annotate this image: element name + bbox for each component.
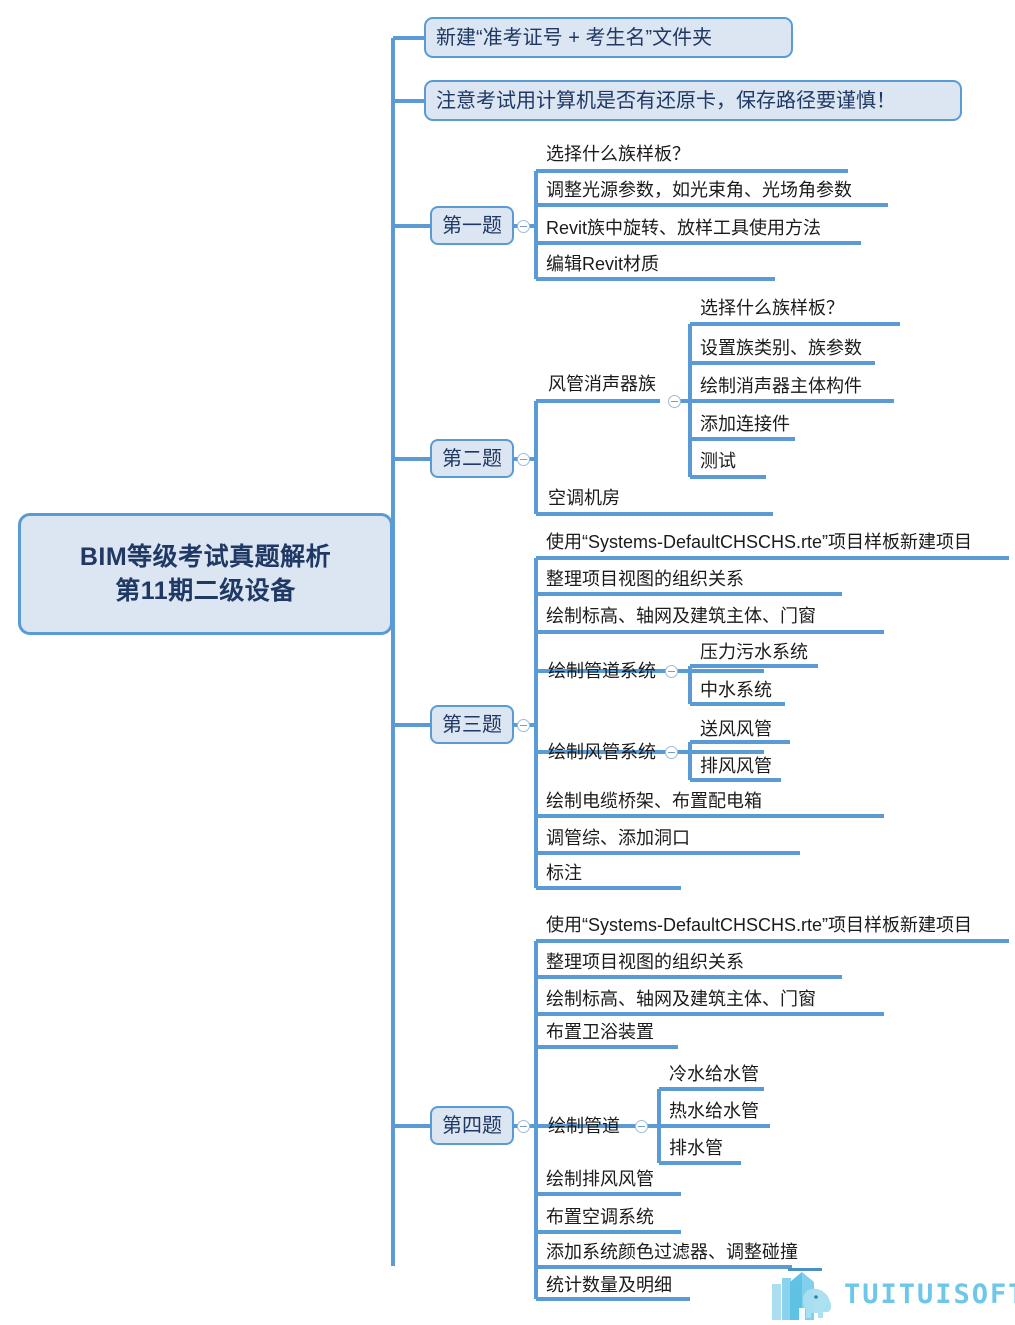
- leaf-node[interactable]: 测试: [700, 451, 736, 471]
- watermark-logo: TUITUISOFT: [772, 1268, 1015, 1320]
- leaf-node[interactable]: 排水管: [669, 1138, 723, 1158]
- leaf-node[interactable]: 绘制电缆桥架、布置配电箱: [546, 791, 762, 811]
- leaf-node[interactable]: 压力污水系统: [700, 642, 808, 662]
- branch-node-draw-pipes[interactable]: 绘制管道: [548, 1116, 620, 1136]
- leaf-node[interactable]: 绘制标高、轴网及建筑主体、门窗: [546, 989, 816, 1009]
- leaf-node[interactable]: 使用“Systems-DefaultCHSCHS.rte”项目样板新建项目: [546, 915, 973, 935]
- leaf-node[interactable]: 调管综、添加洞口: [546, 828, 690, 848]
- question-label: 第三题: [442, 713, 502, 736]
- branch-node-duct-system[interactable]: 绘制风管系统: [548, 742, 656, 762]
- collapse-toggle-duct-system[interactable]: [665, 746, 678, 759]
- leaf-node[interactable]: 添加连接件: [700, 414, 790, 434]
- collapse-toggle-duct-silencer-family[interactable]: [668, 395, 681, 408]
- leaf-node[interactable]: 选择什么族样板？: [700, 298, 844, 318]
- root-node[interactable]: BIM等级考试真题解析 第11期二级设备: [18, 513, 393, 635]
- collapse-toggle-q4[interactable]: [517, 1120, 530, 1133]
- collapse-toggle-q1[interactable]: [517, 220, 530, 233]
- leaf-node[interactable]: 选择什么族样板？: [546, 144, 690, 164]
- leaf-node[interactable]: 布置空调系统: [546, 1207, 654, 1227]
- leaf-node[interactable]: 编辑Revit材质: [546, 254, 660, 274]
- leaf-node[interactable]: 送风风管: [700, 719, 772, 739]
- collapse-toggle-draw-pipes[interactable]: [635, 1120, 648, 1133]
- tip-label: 注意考试用计算机是否有还原卡，保存路径要谨慎！: [436, 89, 896, 112]
- leaf-node[interactable]: Revit族中旋转、放样工具使用方法: [546, 218, 822, 238]
- question-label: 第一题: [442, 214, 502, 237]
- leaf-node[interactable]: 冷水给水管: [669, 1064, 759, 1084]
- leaf-node[interactable]: 标注: [546, 863, 582, 883]
- question-label: 第二题: [442, 447, 502, 470]
- leaf-node[interactable]: 使用“Systems-DefaultCHSCHS.rte”项目样板新建项目: [546, 532, 973, 552]
- question-node-3[interactable]: 第三题: [430, 705, 514, 744]
- leaf-node[interactable]: 调整光源参数，如光束角、光场角参数: [546, 180, 852, 200]
- leaf-node[interactable]: 绘制消声器主体构件: [700, 376, 862, 396]
- root-title-line2: 第11期二级设备: [115, 577, 296, 605]
- leaf-node[interactable]: 设置族类别、族参数: [700, 338, 862, 358]
- collapse-toggle-pipe-system[interactable]: [665, 665, 678, 678]
- question-node-2[interactable]: 第二题: [430, 439, 514, 478]
- question-label: 第四题: [442, 1114, 502, 1137]
- leaf-node[interactable]: 统计数量及明细: [546, 1275, 672, 1295]
- leaf-node[interactable]: 绘制标高、轴网及建筑主体、门窗: [546, 606, 816, 626]
- leaf-node[interactable]: 排风风管: [700, 756, 772, 776]
- tip-node-restore-card-warning[interactable]: 注意考试用计算机是否有还原卡，保存路径要谨慎！: [424, 80, 962, 121]
- leaf-node-ac-machine-room[interactable]: 空调机房: [548, 488, 620, 508]
- leaf-node[interactable]: 热水给水管: [669, 1101, 759, 1121]
- leaf-node[interactable]: 整理项目视图的组织关系: [546, 952, 744, 972]
- leaf-node[interactable]: 布置卫浴装置: [546, 1022, 654, 1042]
- watermark-text: TUITUISOFT: [844, 1278, 1015, 1310]
- leaf-node[interactable]: 绘制排风风管: [546, 1169, 654, 1189]
- leaf-node[interactable]: 整理项目视图的组织关系: [546, 569, 744, 589]
- tip-node-new-folder[interactable]: 新建“准考证号 + 考生名”文件夹: [424, 17, 793, 58]
- question-node-4[interactable]: 第四题: [430, 1106, 514, 1145]
- collapse-toggle-q3[interactable]: [517, 719, 530, 732]
- collapse-toggle-q2[interactable]: [517, 453, 530, 466]
- leaf-node[interactable]: 添加系统颜色过滤器、调整碰撞: [546, 1242, 798, 1262]
- tip-label: 新建“准考证号 + 考生名”文件夹: [436, 26, 713, 49]
- branch-node-duct-silencer-family[interactable]: 风管消声器族: [548, 374, 656, 394]
- branch-node-pipe-system[interactable]: 绘制管道系统: [548, 661, 656, 681]
- question-node-1[interactable]: 第一题: [430, 206, 514, 245]
- tuitui-elephant-building-icon: [772, 1268, 836, 1320]
- root-title-line1: BIM等级考试真题解析: [79, 543, 332, 571]
- leaf-node[interactable]: 中水系统: [700, 680, 772, 700]
